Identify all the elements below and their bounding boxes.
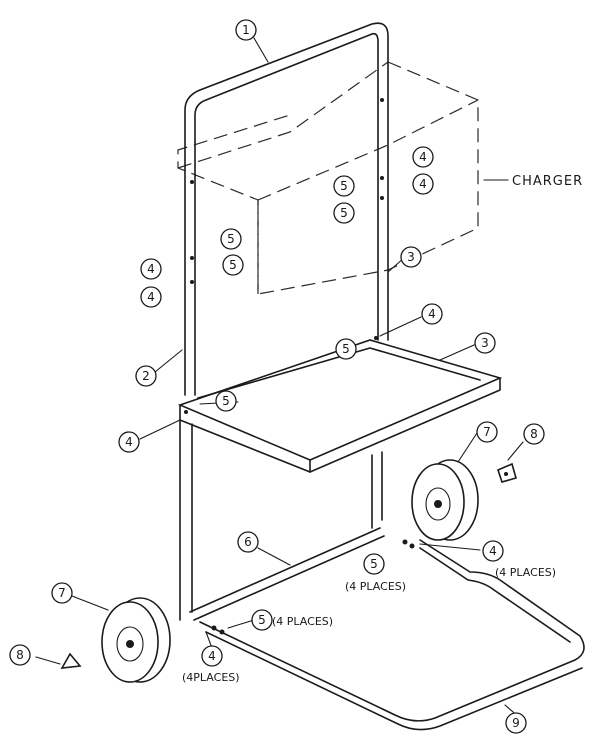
callout-5-left-lower: 5 <box>222 254 244 276</box>
callout-8-left: 8 <box>9 644 31 666</box>
note-4-places-right: (4 PLACES) <box>495 566 556 579</box>
callout-4-left-lower: 4 <box>140 286 162 308</box>
callout-5-charger-bottom: 5 <box>333 202 355 224</box>
svg-text:4: 4 <box>489 544 497 558</box>
svg-text:4: 4 <box>147 262 155 276</box>
svg-text:3: 3 <box>407 250 415 264</box>
svg-text:5: 5 <box>229 258 237 272</box>
charger-label: CHARGER <box>512 174 583 189</box>
svg-text:4: 4 <box>428 307 436 321</box>
svg-text:3: 3 <box>481 336 489 350</box>
note-4-places-left-bottom: (4PLACES) <box>182 671 240 684</box>
svg-text:5: 5 <box>227 232 235 246</box>
right-hub-cap <box>497 462 517 483</box>
svg-text:9: 9 <box>512 716 520 730</box>
callout-4-left-upper: 4 <box>140 258 162 280</box>
left-wheel <box>101 597 171 683</box>
left-hub-cap <box>60 652 82 669</box>
svg-text:7: 7 <box>483 425 491 439</box>
leader-lines <box>35 37 524 719</box>
hardware-dots <box>184 98 415 635</box>
note-4-places-axle: (4 PLACES) <box>345 580 406 593</box>
handle-frame <box>184 22 389 396</box>
svg-text:4: 4 <box>147 290 155 304</box>
svg-text:5: 5 <box>370 557 378 571</box>
callout-3-tray: 3 <box>474 332 496 354</box>
note-4-places-left-axle: (4 PLACES) <box>272 615 333 628</box>
callout-7-left: 7 <box>51 582 73 604</box>
svg-text:7: 7 <box>58 586 66 600</box>
callout-1: 1 <box>235 19 257 41</box>
svg-text:5: 5 <box>342 342 350 356</box>
svg-text:2: 2 <box>142 369 150 383</box>
callout-9: 9 <box>505 712 527 734</box>
callout-4-axle-right: 4 <box>482 540 504 562</box>
svg-text:5: 5 <box>222 394 230 408</box>
base-frame <box>199 539 585 731</box>
right-wheel <box>411 459 479 541</box>
callout-2: 2 <box>135 365 157 387</box>
callout-4-charger-bottom: 4 <box>412 173 434 195</box>
callout-8-right: 8 <box>523 423 545 445</box>
callout-6: 6 <box>237 531 259 553</box>
callout-4-charger-top: 4 <box>412 146 434 168</box>
callout-4-shelf-left: 4 <box>118 431 140 453</box>
callout-5-axle-left: 5 <box>251 609 273 631</box>
svg-text:5: 5 <box>340 179 348 193</box>
callout-4-shelf-top: 4 <box>421 303 443 325</box>
svg-text:5: 5 <box>340 206 348 220</box>
svg-text:1: 1 <box>242 23 250 37</box>
callout-5-axle: 5 <box>363 553 385 575</box>
svg-text:4: 4 <box>208 649 216 663</box>
svg-text:8: 8 <box>16 648 24 662</box>
callout-5-left-upper: 5 <box>220 228 242 250</box>
callout-3-upright: 3 <box>400 246 422 268</box>
lower-frame <box>179 419 385 621</box>
charger-outline <box>177 61 479 295</box>
tray-shelf <box>177 339 503 473</box>
callout-5-shelf-top: 5 <box>335 338 357 360</box>
callout-5-charger-top: 5 <box>333 175 355 197</box>
svg-text:4: 4 <box>419 150 427 164</box>
svg-text:6: 6 <box>244 535 252 549</box>
callout-4-axle-left: 4 <box>201 645 223 667</box>
svg-text:5: 5 <box>258 613 266 627</box>
callout-7-right: 7 <box>476 421 498 443</box>
svg-text:8: 8 <box>530 427 538 441</box>
callout-5-shelf-left: 5 <box>215 390 237 412</box>
svg-text:4: 4 <box>125 435 133 449</box>
svg-text:4: 4 <box>419 177 427 191</box>
